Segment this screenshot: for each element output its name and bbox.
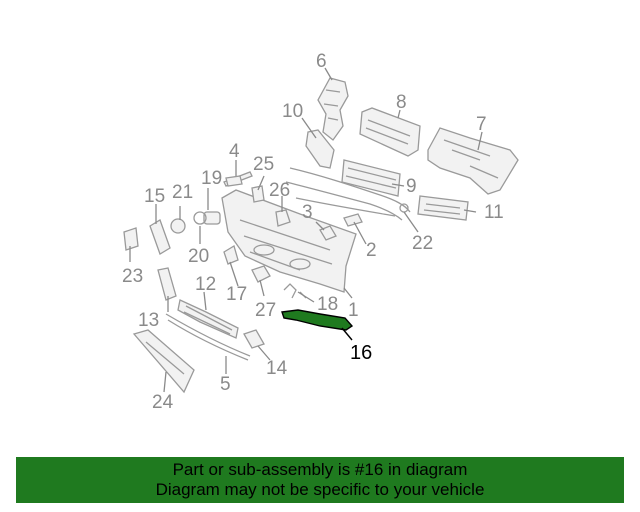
callout-24: 24 <box>152 392 174 413</box>
callout-6: 6 <box>316 51 327 72</box>
callout-14: 14 <box>266 358 288 379</box>
callout-19: 19 <box>201 168 222 189</box>
callout-15: 15 <box>144 186 165 207</box>
part-23-bracket <box>123 227 139 251</box>
part-26-clip <box>275 209 291 227</box>
callout-5: 5 <box>220 374 231 395</box>
leader-lines <box>129 67 483 393</box>
callout-1: 1 <box>348 300 359 321</box>
part-6-bracket <box>317 77 349 141</box>
part-10-bracket <box>305 129 335 169</box>
part-18-clip <box>283 283 307 299</box>
callout-25: 25 <box>253 154 274 175</box>
parts-diagram: 6 8 7 10 9 11 22 4 25 26 3 2 15 21 19 20… <box>122 51 519 413</box>
part-13-bracket <box>157 267 177 301</box>
callout-18: 18 <box>317 294 338 315</box>
part-2-clip <box>343 213 363 227</box>
callout-12: 12 <box>195 274 216 295</box>
callout-2: 2 <box>366 240 377 261</box>
callout-21: 21 <box>172 182 193 203</box>
callout-16-highlighted: 16 <box>350 342 372 364</box>
part-17-light <box>223 245 239 265</box>
part-19-clip <box>225 175 243 187</box>
banner-line-2: Diagram may not be specific to your vehi… <box>155 480 485 499</box>
info-banner: Part or sub-assembly is #16 in diagram D… <box>16 457 624 503</box>
callout-23: 23 <box>122 266 143 287</box>
callout-10: 10 <box>282 101 303 122</box>
callout-4: 4 <box>229 141 240 162</box>
part-11-absorber <box>417 195 469 221</box>
callout-labels: 6 8 7 10 9 11 22 4 25 26 3 2 15 21 19 20… <box>122 51 504 413</box>
callout-17: 17 <box>226 284 247 305</box>
callout-22: 22 <box>412 233 433 254</box>
part-27-sensor <box>251 265 271 283</box>
part-24-plate <box>132 329 195 394</box>
callout-26: 26 <box>269 180 290 201</box>
callout-3: 3 <box>302 202 313 223</box>
part-15-bracket <box>149 219 171 255</box>
part-1-bumper-cover <box>221 189 357 293</box>
banner-line-1: Part or sub-assembly is #16 in diagram <box>172 460 468 479</box>
callout-27: 27 <box>255 300 276 321</box>
part-9-grille-insert <box>341 159 401 197</box>
part-14-light <box>243 329 265 349</box>
callout-20: 20 <box>188 246 209 267</box>
part-12-grille <box>177 299 239 339</box>
callout-7: 7 <box>476 114 487 135</box>
callout-13: 13 <box>138 310 159 331</box>
callout-8: 8 <box>396 92 407 113</box>
part-22-harness <box>285 167 411 221</box>
part-20-sensor <box>193 211 221 225</box>
part-16-molding-highlighted <box>281 309 354 331</box>
part-21-sensor <box>170 218 186 234</box>
callout-9: 9 <box>406 176 417 197</box>
part-7-mount <box>427 127 519 195</box>
part-5-spoiler <box>165 313 251 361</box>
part-8-bracket <box>359 107 421 157</box>
part-25-clip <box>251 185 265 203</box>
callout-11: 11 <box>484 202 504 223</box>
